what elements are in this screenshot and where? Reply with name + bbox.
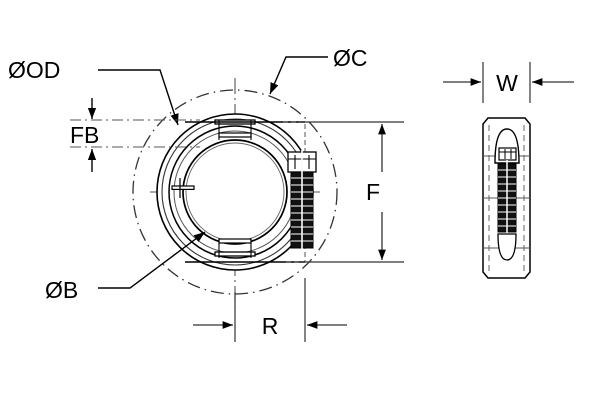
- side-screw-tip: [497, 233, 517, 261]
- label-w: W: [496, 70, 518, 96]
- label-r: R: [262, 313, 279, 339]
- label-b: ØB: [45, 277, 78, 303]
- set-screw: [287, 150, 317, 252]
- w-dimension: [443, 62, 574, 103]
- side-view: [482, 117, 531, 279]
- bore-circle: [182, 139, 288, 245]
- split-gap-notch: [171, 178, 195, 198]
- label-f: F: [366, 179, 380, 205]
- fb-dimension: [70, 98, 200, 172]
- label-c: ØC: [333, 45, 368, 71]
- lower-split-flange: [214, 238, 256, 258]
- r-dimension: [193, 278, 347, 342]
- b-leader: [98, 231, 206, 289]
- label-od: ØOD: [8, 57, 60, 83]
- front-view: [132, 78, 338, 312]
- side-screw-socket: [498, 147, 517, 161]
- c-leader: [269, 56, 328, 95]
- f-dimension: [300, 121, 404, 263]
- label-fb: FB: [70, 122, 99, 148]
- od-leader: [98, 69, 179, 126]
